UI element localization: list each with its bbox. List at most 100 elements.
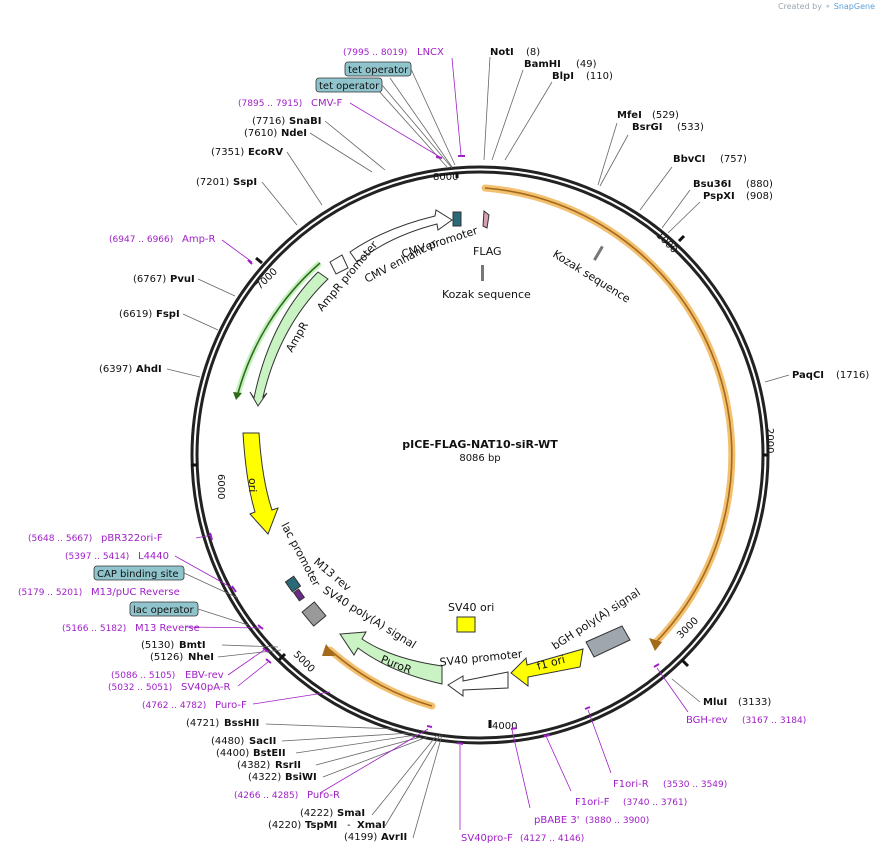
plasmid-name: pICE-FLAG-NAT10-siR-WT bbox=[402, 438, 558, 451]
primer-leaders bbox=[174, 57, 689, 830]
enzyme-pos: (7201) bbox=[196, 177, 229, 188]
primer-name: M13 Reverse bbox=[135, 623, 200, 634]
credit-brand: SnapGene bbox=[833, 2, 875, 11]
tick-label: 6000 bbox=[215, 474, 226, 499]
enzyme-label: NotI bbox=[490, 47, 514, 58]
enzyme-label: NheI bbox=[188, 652, 214, 663]
enzyme-label: XmaI bbox=[357, 820, 386, 831]
cmv-enhancer-arrow bbox=[349, 209, 453, 263]
primer-range: (5166 .. 5182) bbox=[62, 624, 126, 634]
feature-shapes bbox=[242, 209, 631, 697]
enzyme-pos: (4222) bbox=[300, 808, 333, 819]
primer-name: LNCX bbox=[417, 47, 444, 58]
primer-labels: (7995 .. 8019) LNCX (7895 .. 7915) CMV-F… bbox=[18, 47, 806, 844]
feature-label: SV40 promoter bbox=[439, 647, 523, 669]
primer-name: CMV-F bbox=[311, 98, 342, 109]
enzyme-label: SmaI bbox=[337, 808, 365, 819]
primer-name: SV40pro-F bbox=[461, 833, 513, 844]
enzyme-label: EcoRV bbox=[248, 147, 283, 158]
enzyme-label: SnaBI bbox=[289, 116, 321, 127]
cmv-promoter-arrow bbox=[329, 254, 349, 275]
primer-range: (4127 .. 4146) bbox=[520, 834, 584, 844]
feature-label: SV40 ori bbox=[448, 601, 494, 614]
snapgene-credit: Created by ⚬ SnapGene bbox=[778, 2, 875, 11]
enzyme-label: FspI bbox=[156, 309, 180, 320]
primer-range: (6947 .. 6966) bbox=[109, 235, 173, 245]
feature-label: ori bbox=[246, 478, 259, 492]
primer-name: pBABE 3' bbox=[534, 815, 580, 826]
primer-range: (4266 .. 4285) bbox=[234, 791, 298, 801]
enzyme-pos: - bbox=[347, 820, 351, 831]
primer-name: M13/pUC Reverse bbox=[91, 587, 180, 598]
flag-arrow bbox=[482, 210, 490, 229]
enzyme-pos: (4199) bbox=[344, 832, 377, 843]
enzyme-pos: (7716) bbox=[252, 116, 285, 127]
enzyme-label: Bsu36I bbox=[693, 179, 731, 190]
enzyme-label: PvuI bbox=[170, 274, 195, 285]
feature-label: SV40 poly(A) signal bbox=[320, 584, 418, 652]
primer-range: (7995 .. 8019) bbox=[343, 48, 407, 58]
ampr-arrow bbox=[249, 271, 329, 407]
brand-icon: ⚬ bbox=[824, 2, 832, 11]
primer-name: SV40pA-R bbox=[181, 682, 230, 693]
lac-marks bbox=[284, 575, 302, 593]
enzyme-label: NdeI bbox=[281, 128, 307, 139]
primer-name: F1ori-R bbox=[613, 779, 649, 790]
enzyme-pos: (3133) bbox=[738, 697, 771, 708]
enzyme-pos: (4382) bbox=[237, 760, 270, 771]
feature-label: Kozak sequence bbox=[550, 248, 632, 306]
primer-range: (3880 .. 3900) bbox=[585, 816, 649, 826]
primer-name: EBV-rev bbox=[185, 670, 224, 681]
enzyme-label: AvrII bbox=[381, 832, 407, 843]
tick-label: 8000 bbox=[433, 172, 458, 183]
enzyme-label: MluI bbox=[703, 697, 727, 708]
feature-label: lac promoter bbox=[278, 520, 323, 589]
bgh-polya-box bbox=[585, 625, 631, 658]
primer-name: BGH-rev bbox=[686, 715, 728, 726]
boxed-sites: tet operator tet operator CAP binding si… bbox=[93, 61, 412, 617]
primer-range: (5032 .. 5051) bbox=[108, 683, 172, 693]
primer-range: (5648 .. 5667) bbox=[28, 534, 92, 544]
plasmid-size: 8086 bp bbox=[459, 453, 500, 464]
enzyme-label: BsiWI bbox=[285, 772, 317, 783]
primer-name: Puro-F bbox=[215, 700, 247, 711]
primer-name: Puro-R bbox=[307, 790, 340, 801]
primer-range: (4762 .. 4782) bbox=[142, 701, 206, 711]
enzyme-label: BlpI bbox=[552, 71, 574, 82]
tet-operator-box bbox=[452, 211, 462, 227]
feature-label: Kozak sequence bbox=[442, 288, 531, 301]
enzyme-pos: (49) bbox=[576, 59, 597, 70]
enzyme-label: BbvCI bbox=[673, 154, 705, 165]
primer-range: (5397 .. 5414) bbox=[65, 552, 129, 562]
primer-range: (3740 .. 3761) bbox=[623, 798, 687, 808]
enzyme-pos: (529) bbox=[652, 110, 679, 121]
ori-arrow bbox=[242, 432, 279, 535]
cap-mark bbox=[292, 588, 306, 602]
enzyme-pos: (4480) bbox=[211, 736, 244, 747]
primer-name: pBR322ori-F bbox=[101, 533, 163, 544]
enzyme-label: PspXI bbox=[703, 191, 735, 202]
enzyme-pos: (6767) bbox=[133, 274, 166, 285]
site-leaders bbox=[183, 68, 456, 626]
enzyme-label: BmtI bbox=[179, 640, 206, 651]
enzyme-label: BamHI bbox=[524, 59, 561, 70]
kozak-mark-2 bbox=[593, 245, 604, 261]
sv40-polya-box bbox=[301, 601, 327, 627]
credit-text: Created by bbox=[777, 2, 822, 11]
enzyme-pos: (1716) bbox=[836, 370, 869, 381]
enzyme-pos: (5126) bbox=[150, 652, 183, 663]
tick-label: 4000 bbox=[492, 721, 517, 732]
enzyme-pos: (8) bbox=[526, 47, 540, 58]
tick-label: 5000 bbox=[291, 649, 317, 675]
enzyme-pos: (880) bbox=[746, 179, 773, 190]
primer-marks bbox=[209, 155, 660, 745]
enzyme-leaders bbox=[166, 56, 790, 839]
enzyme-pos: (4322) bbox=[248, 772, 281, 783]
enzyme-pos: (4400) bbox=[216, 748, 249, 759]
enzyme-label: BssHII bbox=[224, 718, 259, 729]
f1-ori-arrow bbox=[510, 648, 584, 688]
enzyme-pos: (4220) bbox=[268, 820, 301, 831]
position-ticks bbox=[191, 172, 768, 728]
enzyme-label: MfeI bbox=[617, 110, 642, 121]
enzyme-pos: (6397) bbox=[99, 364, 132, 375]
